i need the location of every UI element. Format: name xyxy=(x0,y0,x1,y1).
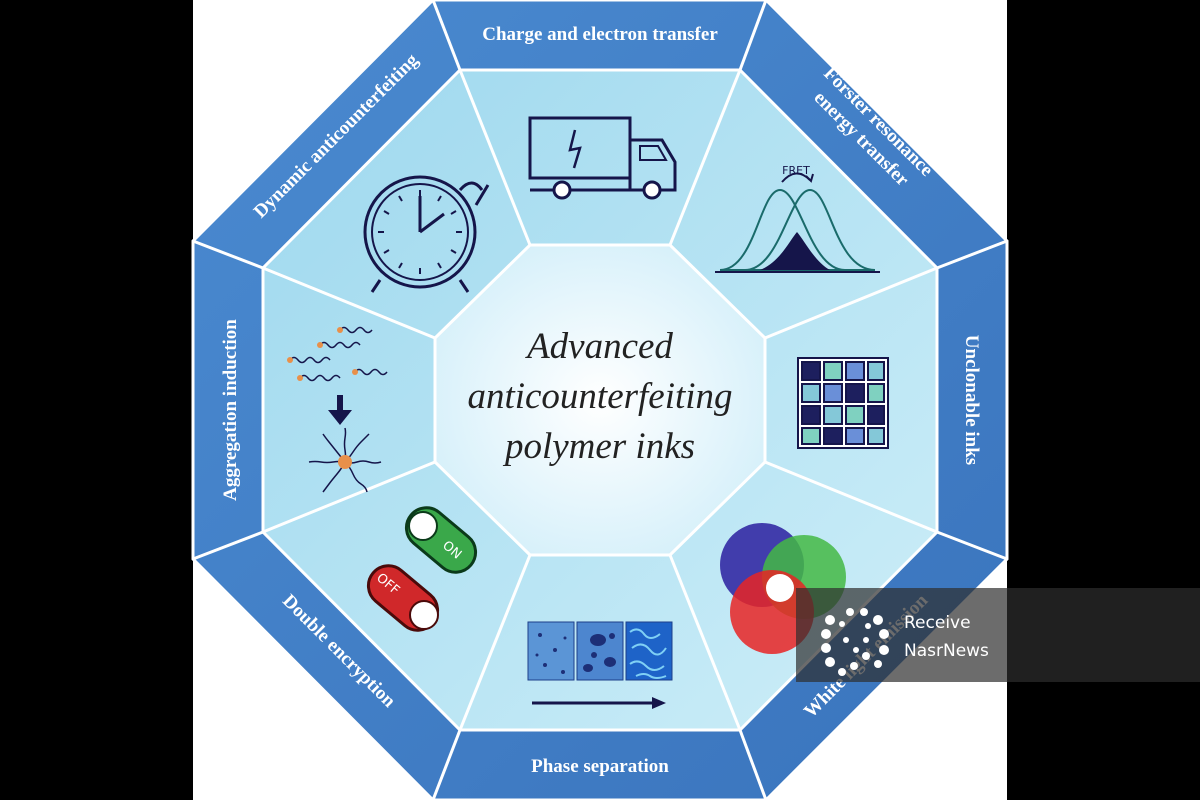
watermark-line-1: Receive xyxy=(904,613,971,633)
fret-icon-label: FRET xyxy=(782,164,810,177)
toggle-switches-icon: ON OFF xyxy=(366,506,478,632)
center-title: Advanced anticounterfeiting polymer inks xyxy=(467,326,732,467)
aggregation-icon xyxy=(287,326,388,493)
label-aggregation-induction: Aggregation induction xyxy=(220,319,241,501)
inner-ring-dividers xyxy=(262,69,938,731)
label-phase-separation: Phase separation xyxy=(531,756,669,777)
center-title-line-1: Advanced xyxy=(524,326,673,367)
center-title-line-3: polymer inks xyxy=(502,426,695,467)
center-title-line-2: anticounterfeiting xyxy=(467,376,732,417)
watermark-line-2: NasrNews xyxy=(904,641,989,661)
pattern-grid-icon xyxy=(797,357,889,449)
watermark-badge: Receive NasrNews xyxy=(796,588,1200,682)
label-charge-transfer: Charge and electron transfer xyxy=(482,24,718,45)
truck-icon xyxy=(528,116,677,200)
alarm-clock-icon xyxy=(363,175,490,293)
label-unclonable-inks: Unclonable inks xyxy=(961,335,982,465)
center-octagon xyxy=(433,243,767,557)
phase-separation-icon xyxy=(527,621,673,709)
watermark-logo-icon xyxy=(821,608,889,676)
fret-curves-icon: FRET xyxy=(715,164,880,273)
outer-ring-dividers xyxy=(192,0,1008,800)
